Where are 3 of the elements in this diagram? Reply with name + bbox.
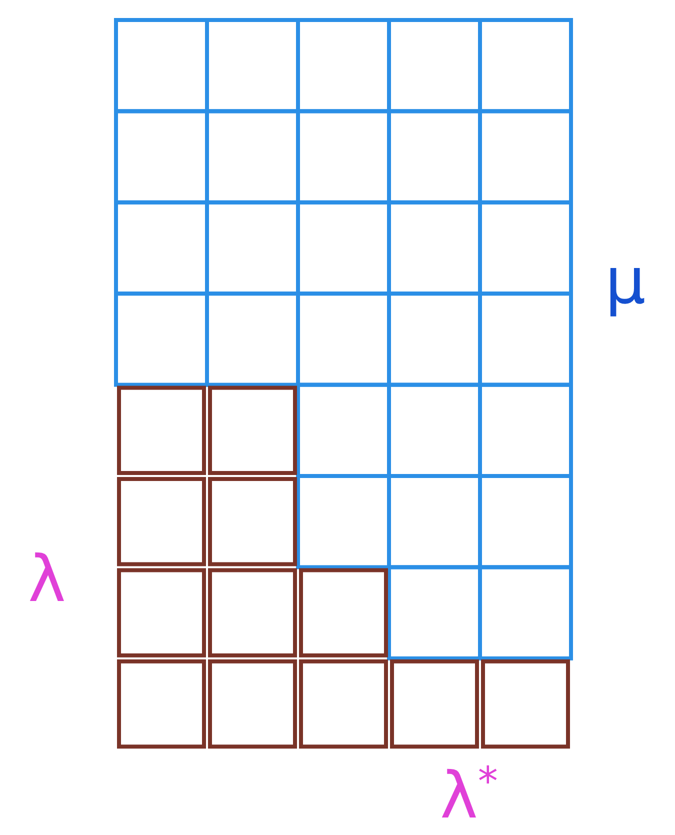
greek-letter-label: μ	[605, 250, 646, 314]
greek-letter-label: λ$^{*}$	[440, 762, 498, 828]
greek-letter-label: λ	[28, 548, 66, 612]
